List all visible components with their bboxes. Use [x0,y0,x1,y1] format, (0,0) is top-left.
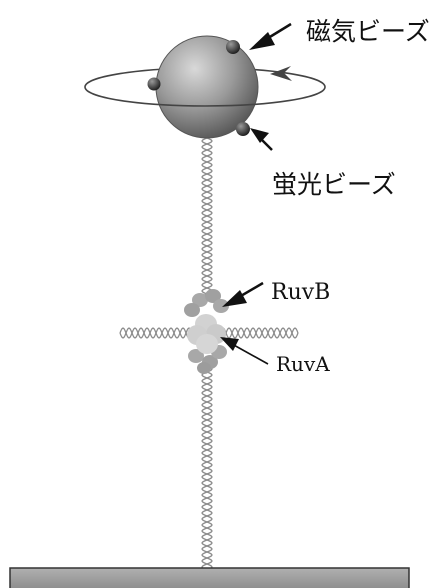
fluorescent-bead-left [147,77,161,91]
ruva-protein [187,314,226,354]
fluorescent-bead-right [236,122,250,136]
dna-helix-strand [119,327,196,339]
ruvb-protein [184,289,229,374]
dna-helix-strand [219,327,299,339]
label-magnetic-bead: 磁気ビーズ [306,17,430,46]
rotation-arrow-icon [270,66,292,81]
arrow-ruvb-icon [222,281,264,307]
arrow-magnetic-bead-icon [249,22,292,50]
dna-upper-strand [201,137,213,301]
dna-helix-strand [201,137,213,301]
arrow-ruva-icon [220,337,269,365]
fluorescent-bead-top [226,40,240,54]
label-ruva: RuvA [276,352,330,376]
label-fluorescent-bead: 蛍光ビーズ [272,170,396,199]
glass-surface [9,567,410,588]
dna-horizontal-arms [119,327,299,339]
dna-lower-strand [201,359,213,569]
dna-helix-strand [201,137,213,301]
arrow-fluorescent-bead-icon [250,128,273,151]
dna-helix-strand [201,359,213,569]
label-ruvb: RuvB [271,280,330,305]
dna-helix-strand [201,359,213,569]
dna-helix-strand [219,327,299,339]
dna-helix-strand [119,327,196,339]
rotation-ellipse-front [84,86,326,107]
